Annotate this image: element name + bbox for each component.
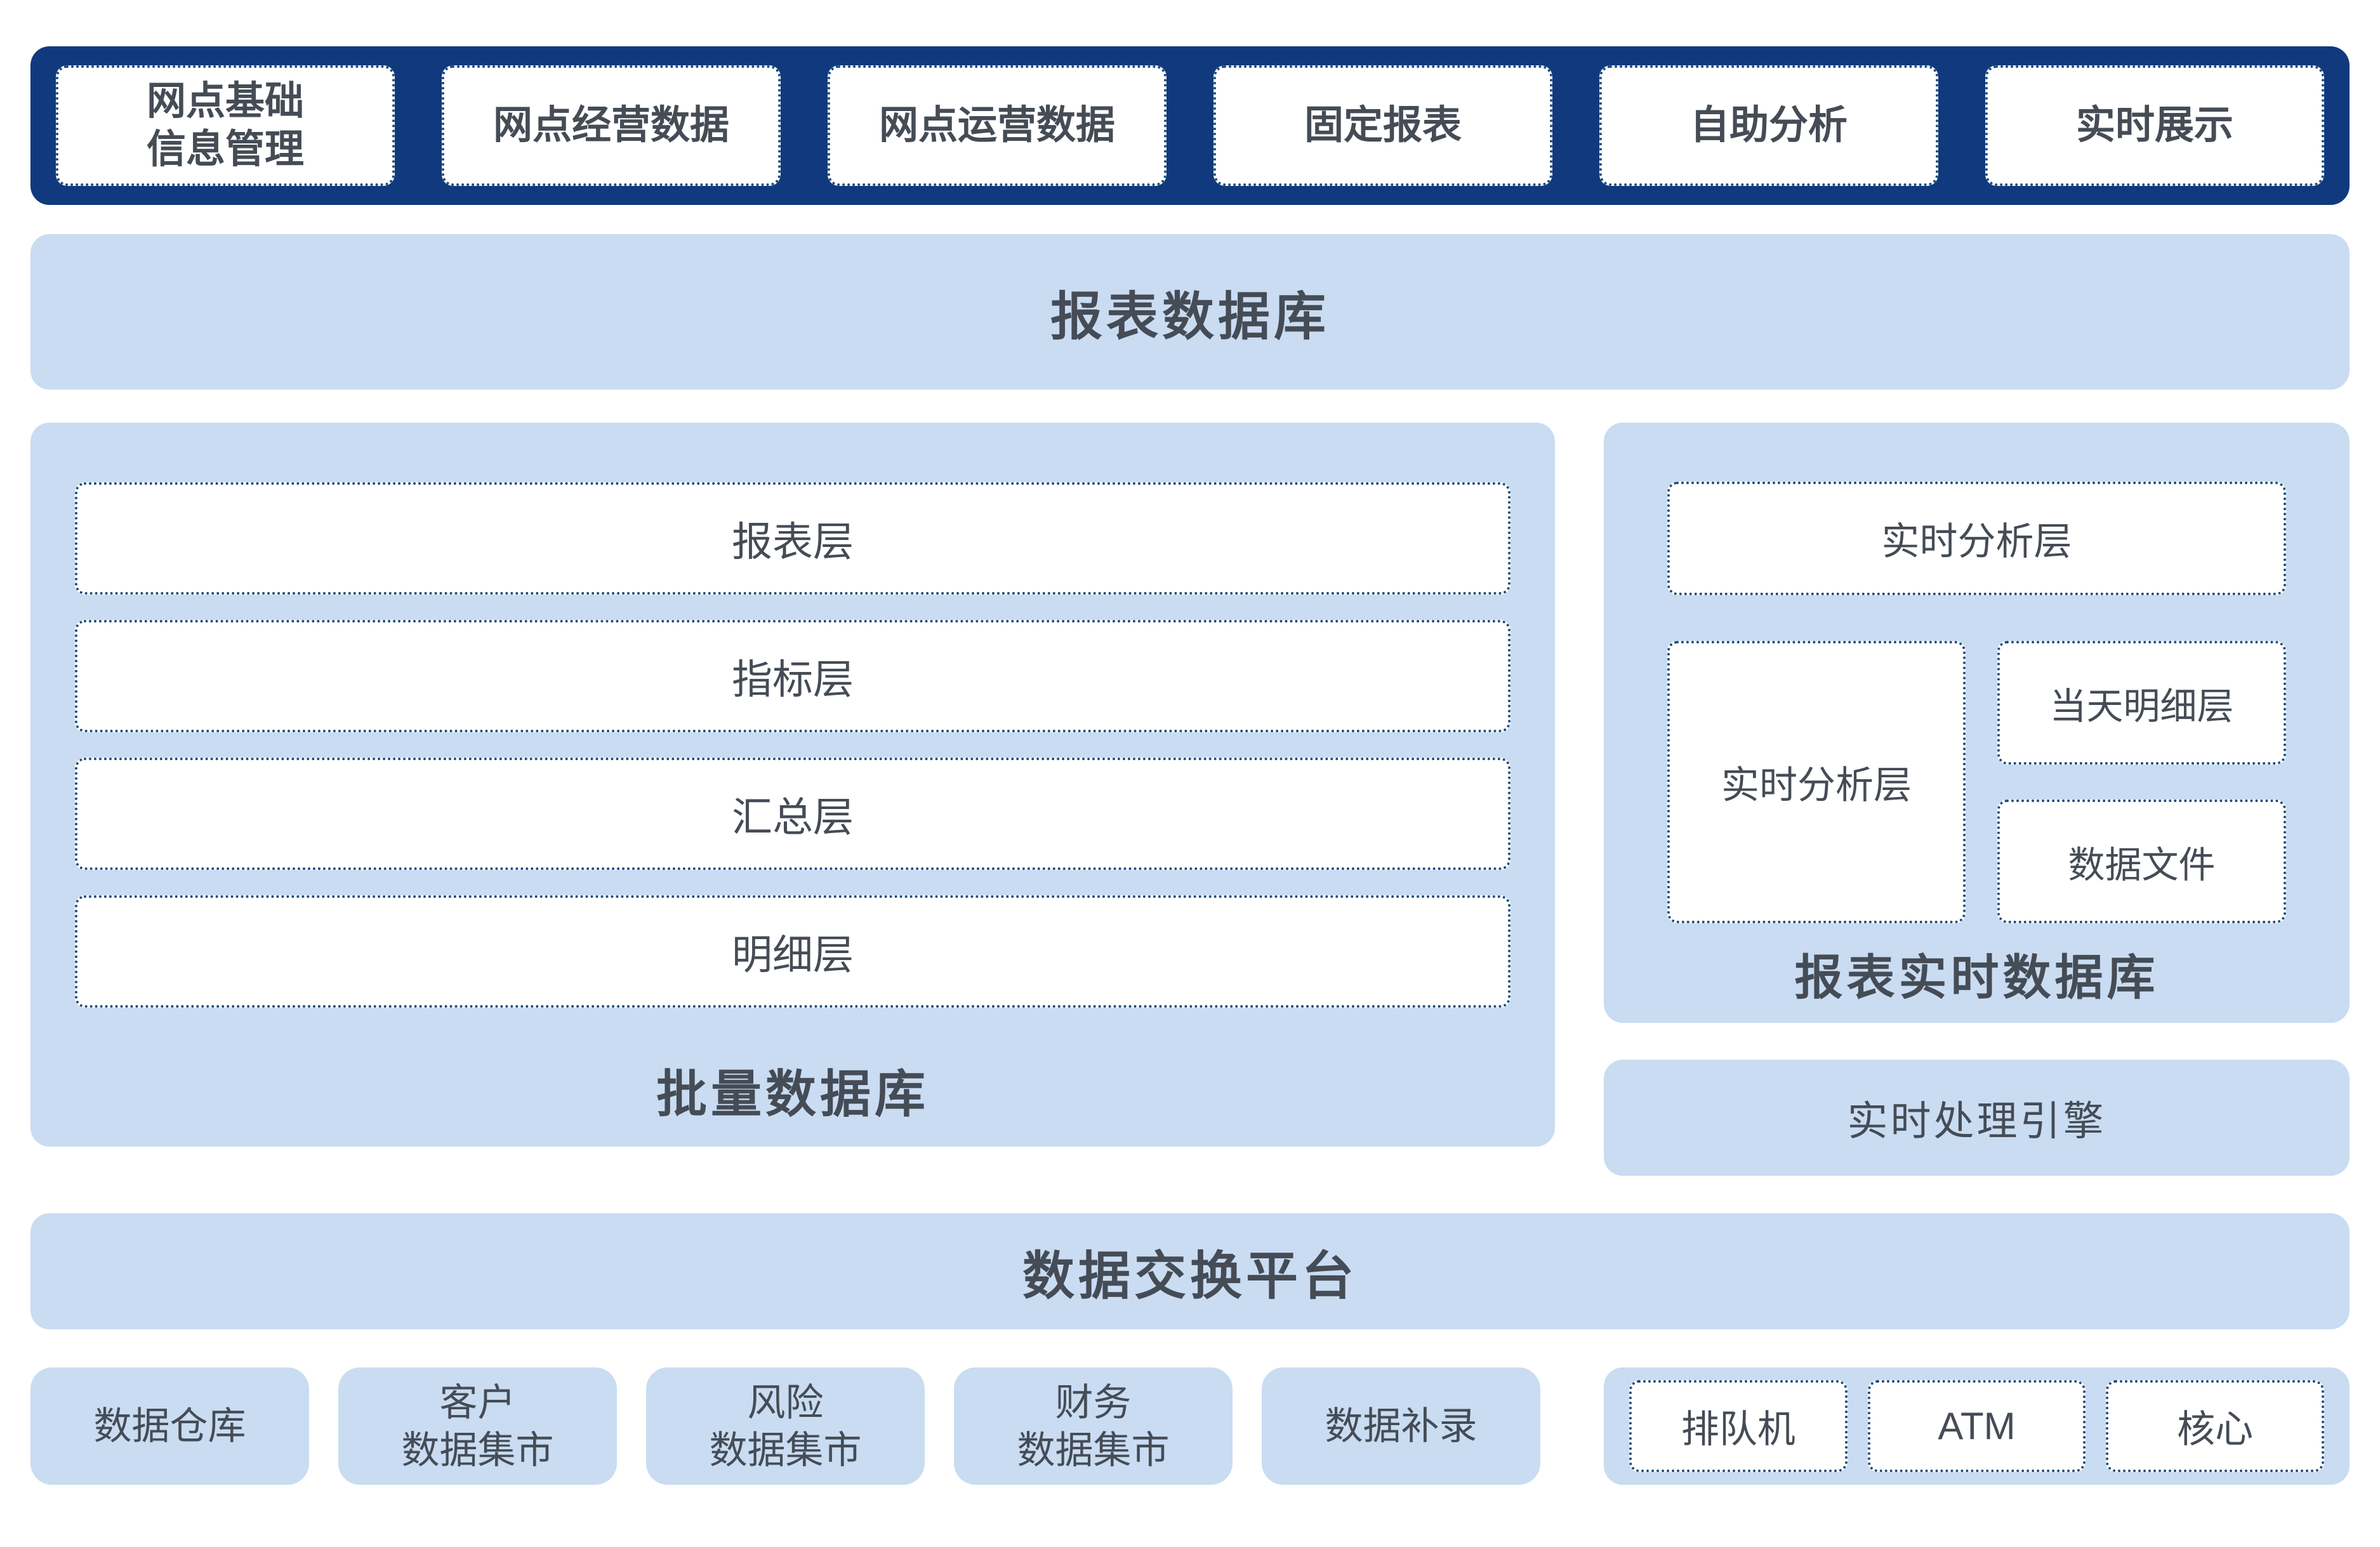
row-summary-layer-label: 汇总层 <box>732 794 854 840</box>
row-report-layer: 报表层 <box>75 482 1511 595</box>
report-database-bar: 报表数据库 <box>30 234 2350 390</box>
box-data-file-label: 数据文件 <box>2068 844 2216 886</box>
box-selfservice-analysis: 自助分析 <box>1599 65 1938 186</box>
box-fixed-reports-label: 固定报表 <box>1304 103 1462 148</box>
row-report-layer-label: 报表层 <box>732 518 854 565</box>
middle-section: 报表层 指标层 汇总层 明细层 批量数据库 实时分析层 实时分析层 <box>30 423 2350 1176</box>
realtime-engine-label: 实时处理引擎 <box>1847 1098 2106 1144</box>
box-finance-data-mart-label: 财务 数据集市 <box>1017 1381 1170 1471</box>
box-branch-business-data-label: 网点经营数据 <box>493 103 729 148</box>
box-realtime-analysis-store-label: 实时分析层 <box>1721 764 1912 806</box>
box-customer-data-mart-label: 客户 数据集市 <box>401 1381 554 1471</box>
box-risk-data-mart-label: 风险 数据集市 <box>709 1381 862 1471</box>
batch-database-label: 批量数据库 <box>656 1065 929 1122</box>
box-risk-data-mart: 风险 数据集市 <box>646 1367 925 1485</box>
box-branch-basic-info-mgmt: 网点基础 信息管理 <box>56 65 395 186</box>
box-atm: ATM <box>1867 1380 2086 1472</box>
box-data-file: 数据文件 <box>1997 800 2286 923</box>
box-core-system: 核心 <box>2106 1380 2325 1472</box>
row-summary-layer: 汇总层 <box>75 758 1511 870</box>
row-detail-layer-label: 明细层 <box>732 931 854 978</box>
box-branch-basic-info-mgmt-label: 网点基础 信息管理 <box>146 79 304 171</box>
realtime-engine-box: 实时处理引擎 <box>1604 1060 2350 1176</box>
box-realtime-display-label: 实时展示 <box>2075 103 2233 148</box>
report-database-label: 报表数据库 <box>1050 288 1330 346</box>
box-data-warehouse-label: 数据仓库 <box>93 1405 246 1447</box>
realtime-database-container: 实时分析层 实时分析层 当天明细层 数据文件 报表实时数据 <box>1604 423 2350 1023</box>
box-fixed-reports: 固定报表 <box>1213 65 1552 186</box>
box-queue-machine-label: 排队机 <box>1681 1408 1795 1451</box>
box-data-supplement: 数据补录 <box>1262 1367 1540 1485</box>
box-core-system-label: 核心 <box>2177 1408 2254 1451</box>
box-realtime-analysis-layer: 实时分析层 <box>1667 482 2286 595</box>
box-branch-operation-data: 网点运营数据 <box>828 65 1167 186</box>
batch-database-container: 报表层 指标层 汇总层 明细层 批量数据库 <box>30 423 1555 1147</box>
box-branch-business-data: 网点经营数据 <box>442 65 781 186</box>
realtime-sub-row: 实时分析层 当天明细层 数据文件 <box>1667 641 2286 923</box>
box-atm-label: ATM <box>1938 1405 2016 1447</box>
row-indicator-layer-label: 指标层 <box>732 656 854 702</box>
box-realtime-analysis-layer-label: 实时分析层 <box>1881 520 2072 563</box>
box-customer-data-mart: 客户 数据集市 <box>338 1367 617 1485</box>
row-indicator-layer: 指标层 <box>75 620 1511 732</box>
box-branch-operation-data-label: 网点运营数据 <box>878 103 1115 148</box>
box-today-detail-layer: 当天明细层 <box>1997 641 2286 765</box>
data-exchange-label: 数据交换平台 <box>1022 1247 1358 1305</box>
box-selfservice-analysis-label: 自助分析 <box>1689 103 1848 148</box>
realtime-column: 实时分析层 实时分析层 当天明细层 数据文件 报表实时数据 <box>1604 423 2350 1176</box>
realtime-database-label: 报表实时数据库 <box>1794 951 2159 1005</box>
channel-systems-container: 排队机 ATM 核心 <box>1604 1367 2350 1485</box>
box-data-warehouse: 数据仓库 <box>30 1367 309 1485</box>
box-realtime-display: 实时展示 <box>1985 65 2324 186</box>
source-systems-row: 数据仓库 客户 数据集市 风险 数据集市 财务 数据集市 数据补录 排队机 AT… <box>30 1367 2350 1485</box>
box-queue-machine: 排队机 <box>1629 1380 1848 1472</box>
box-today-detail-layer-label: 当天明细层 <box>2049 685 2234 727</box>
box-finance-data-mart: 财务 数据集市 <box>954 1367 1233 1485</box>
row-detail-layer: 明细层 <box>75 895 1511 1008</box>
box-data-supplement-label: 数据补录 <box>1325 1405 1478 1447</box>
application-layer-bar: 网点基础 信息管理 网点经营数据 网点运营数据 固定报表 自助分析 实时展示 <box>30 46 2350 205</box>
box-realtime-analysis-store: 实时分析层 <box>1667 641 1966 923</box>
realtime-right-stack: 当天明细层 数据文件 <box>1997 641 2286 923</box>
data-exchange-bar: 数据交换平台 <box>30 1213 2350 1329</box>
